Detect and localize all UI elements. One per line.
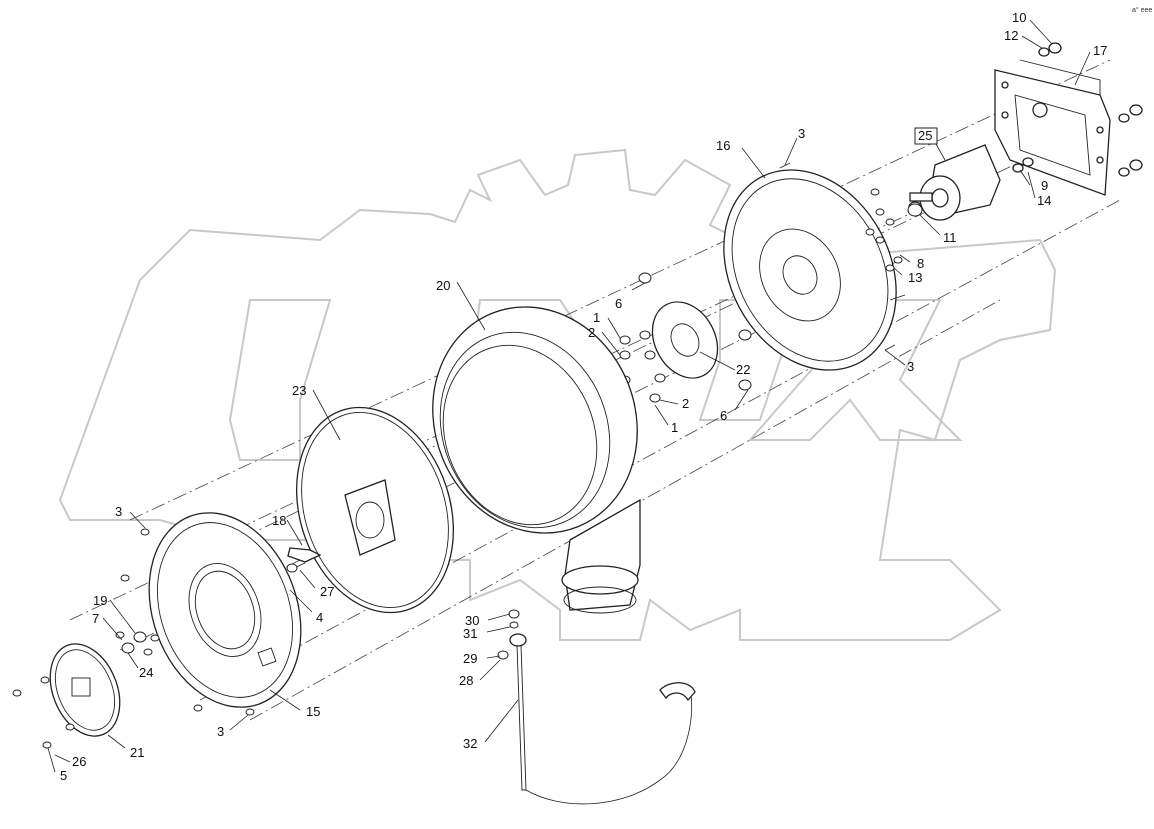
callout-5: 5 <box>60 768 67 783</box>
callout-13: 13 <box>908 270 922 285</box>
impeller-disc-part-23 <box>295 406 455 614</box>
callout-32: 32 <box>463 736 477 751</box>
bracket-plate-part-17 <box>994 59 1111 196</box>
callout-3: 3 <box>907 359 914 374</box>
fasteners-parts-8-13-11 <box>779 162 923 351</box>
callout-8: 8 <box>917 256 924 271</box>
callout-10: 10 <box>1012 10 1026 25</box>
callout-2: 2 <box>588 325 595 340</box>
callout-18: 18 <box>272 513 286 528</box>
callout-3: 3 <box>798 126 805 141</box>
key-part-18 <box>286 547 322 573</box>
nuts-parts-10-12 <box>1012 42 1143 177</box>
callout-3: 3 <box>217 724 224 739</box>
callout-7: 7 <box>92 611 99 626</box>
callout-20: 20 <box>436 278 450 293</box>
fittings-parts-7-19-24 <box>115 528 255 716</box>
back-plate-part-16 <box>723 169 897 371</box>
callout-15: 15 <box>306 704 320 719</box>
corner-mark: a° eee <box>1132 6 1152 14</box>
callout-19: 19 <box>93 593 107 608</box>
callout-22: 22 <box>736 362 750 377</box>
callout-1: 1 <box>671 420 678 435</box>
volute-housing-part-20 <box>432 306 641 614</box>
drain-hose-part-32 <box>497 609 696 805</box>
callout-1: 1 <box>593 310 600 325</box>
callout-11: 11 <box>943 230 957 245</box>
callout-6: 6 <box>720 408 727 423</box>
callout-2: 2 <box>682 396 689 411</box>
gasket-part-22 <box>651 301 719 379</box>
leader-lines <box>47 19 1091 773</box>
callout-26: 26 <box>72 754 86 769</box>
callout-17: 17 <box>1093 43 1107 58</box>
front-plate-part-15 <box>148 512 302 708</box>
callout-12: 12 <box>1004 28 1018 43</box>
callout-28: 28 <box>459 673 473 688</box>
callout-9: 9 <box>1041 178 1048 193</box>
callout-3: 3 <box>115 504 122 519</box>
callout-27: 27 <box>320 584 334 599</box>
callout-numbers: 10 12 17 3 16 25 9 14 11 8 13 20 6 1 2 2… <box>60 10 1107 783</box>
grille-part-21 <box>12 643 121 749</box>
callout-23: 23 <box>292 383 306 398</box>
callout-6: 6 <box>615 296 622 311</box>
callout-30: 30 <box>465 613 479 628</box>
callout-31: 31 <box>463 626 477 641</box>
motor-part-25 <box>908 127 1001 221</box>
callout-14: 14 <box>1037 193 1051 208</box>
callout-16: 16 <box>716 138 730 153</box>
callout-4: 4 <box>316 610 323 625</box>
callout-25: 25 <box>918 128 932 143</box>
callout-21: 21 <box>130 745 144 760</box>
callout-24: 24 <box>139 665 153 680</box>
callout-29: 29 <box>463 651 477 666</box>
